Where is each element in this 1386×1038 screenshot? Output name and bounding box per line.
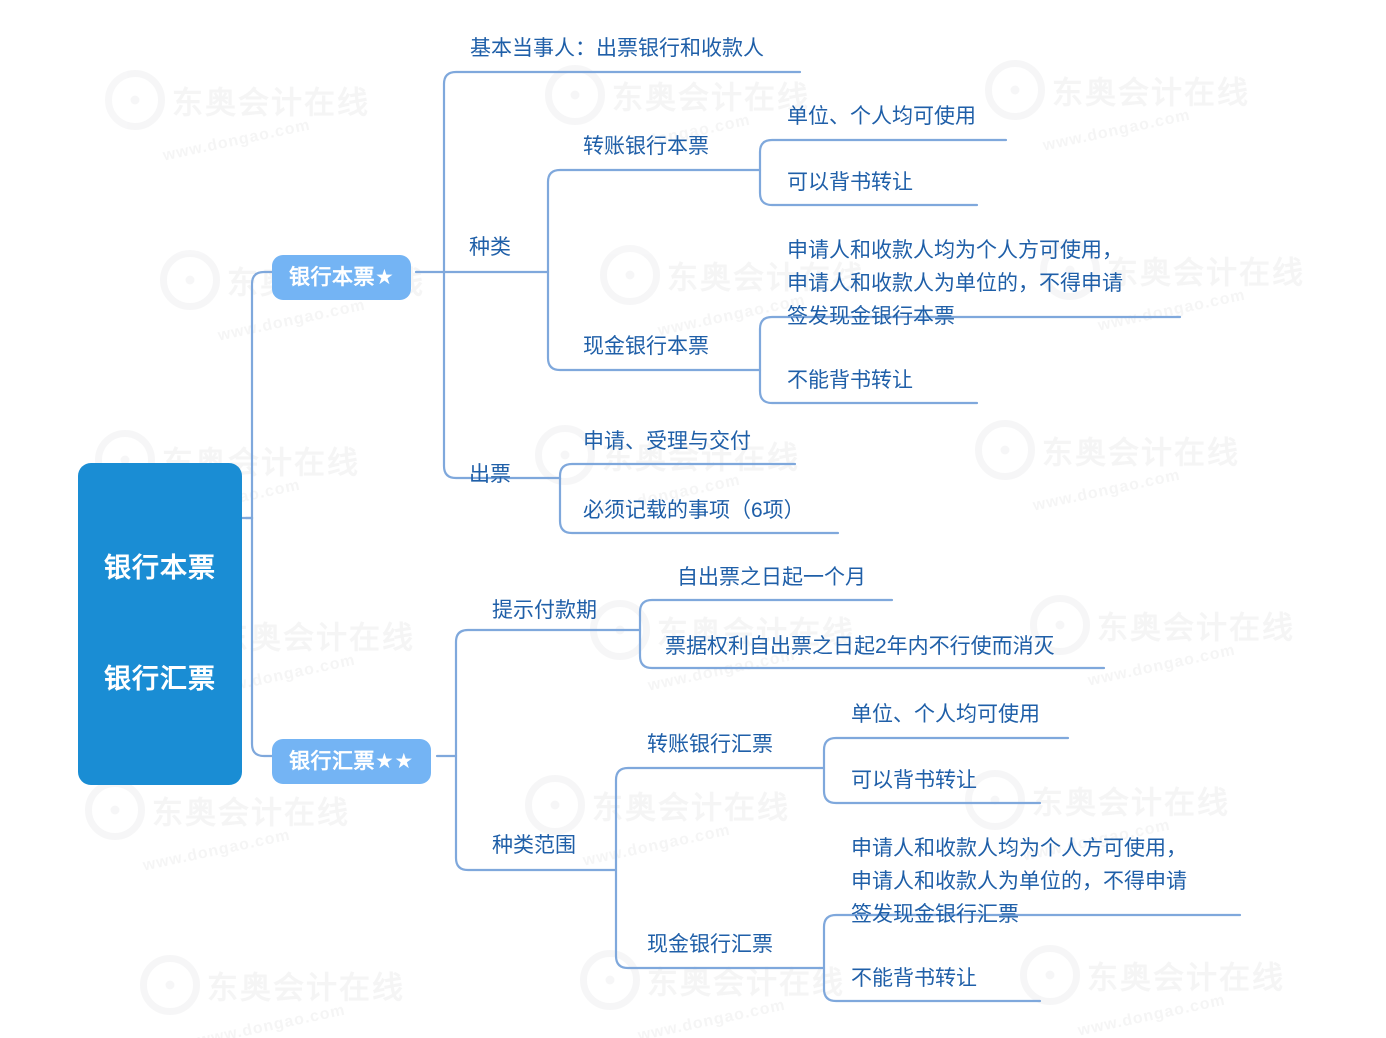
- leaf-tcc-endorsable[interactable]: 可以背书转让: [787, 171, 913, 194]
- branch-node-bank-cashiers-check[interactable]: 银行本票★: [272, 255, 412, 300]
- topic-transfer-cashiers-check[interactable]: 转账银行本票: [583, 135, 709, 158]
- leaf-pp-two-years[interactable]: 票据权利自出票之日起2年内不行使而消灭: [665, 635, 1055, 658]
- leaf-issuance-mandatory-items[interactable]: 必须记载的事项（6项）: [583, 499, 805, 522]
- root-node-line-2: 银行汇票: [104, 664, 216, 694]
- leaf-ccc-individual-only[interactable]: 申请人和收款人均为个人方可使用， 申请人和收款人为单位的，不得申请 签发现金银行…: [787, 239, 1123, 328]
- topic-issuance[interactable]: 出票: [469, 463, 511, 486]
- leaf-ccc-not-endorsable[interactable]: 不能背书转让: [787, 369, 913, 392]
- topic-presentation-period[interactable]: 提示付款期: [492, 599, 597, 622]
- topic-cash-bank-draft[interactable]: 现金银行汇票: [647, 933, 773, 956]
- topic-category-scope[interactable]: 种类范围: [492, 834, 576, 857]
- topic-categories[interactable]: 种类: [469, 236, 511, 259]
- branch-node-bank-draft[interactable]: 银行汇票★★: [272, 739, 431, 784]
- leaf-issuance-application[interactable]: 申请、受理与交付: [583, 430, 751, 453]
- leaf-tbd-endorsable[interactable]: 可以背书转让: [851, 769, 977, 792]
- topic-transfer-bank-draft[interactable]: 转账银行汇票: [647, 733, 773, 756]
- topic-cash-cashiers-check[interactable]: 现金银行本票: [583, 335, 709, 358]
- root-node[interactable]: 银行本票 银行汇票: [78, 463, 242, 785]
- leaf-pp-one-month[interactable]: 自出票之日起一个月: [677, 566, 866, 589]
- leaf-cbd-individual-only[interactable]: 申请人和收款人均为个人方可使用， 申请人和收款人为单位的，不得申请 签发现金银行…: [851, 837, 1187, 926]
- leaf-tcc-usable-by-all[interactable]: 单位、个人均可使用: [787, 105, 976, 128]
- topic-basic-parties[interactable]: 基本当事人：出票银行和收款人: [470, 37, 764, 60]
- root-node-line-1: 银行本票: [104, 553, 216, 583]
- leaf-tbd-usable-by-all[interactable]: 单位、个人均可使用: [851, 703, 1040, 726]
- leaf-cbd-not-endorsable[interactable]: 不能背书转让: [851, 967, 977, 990]
